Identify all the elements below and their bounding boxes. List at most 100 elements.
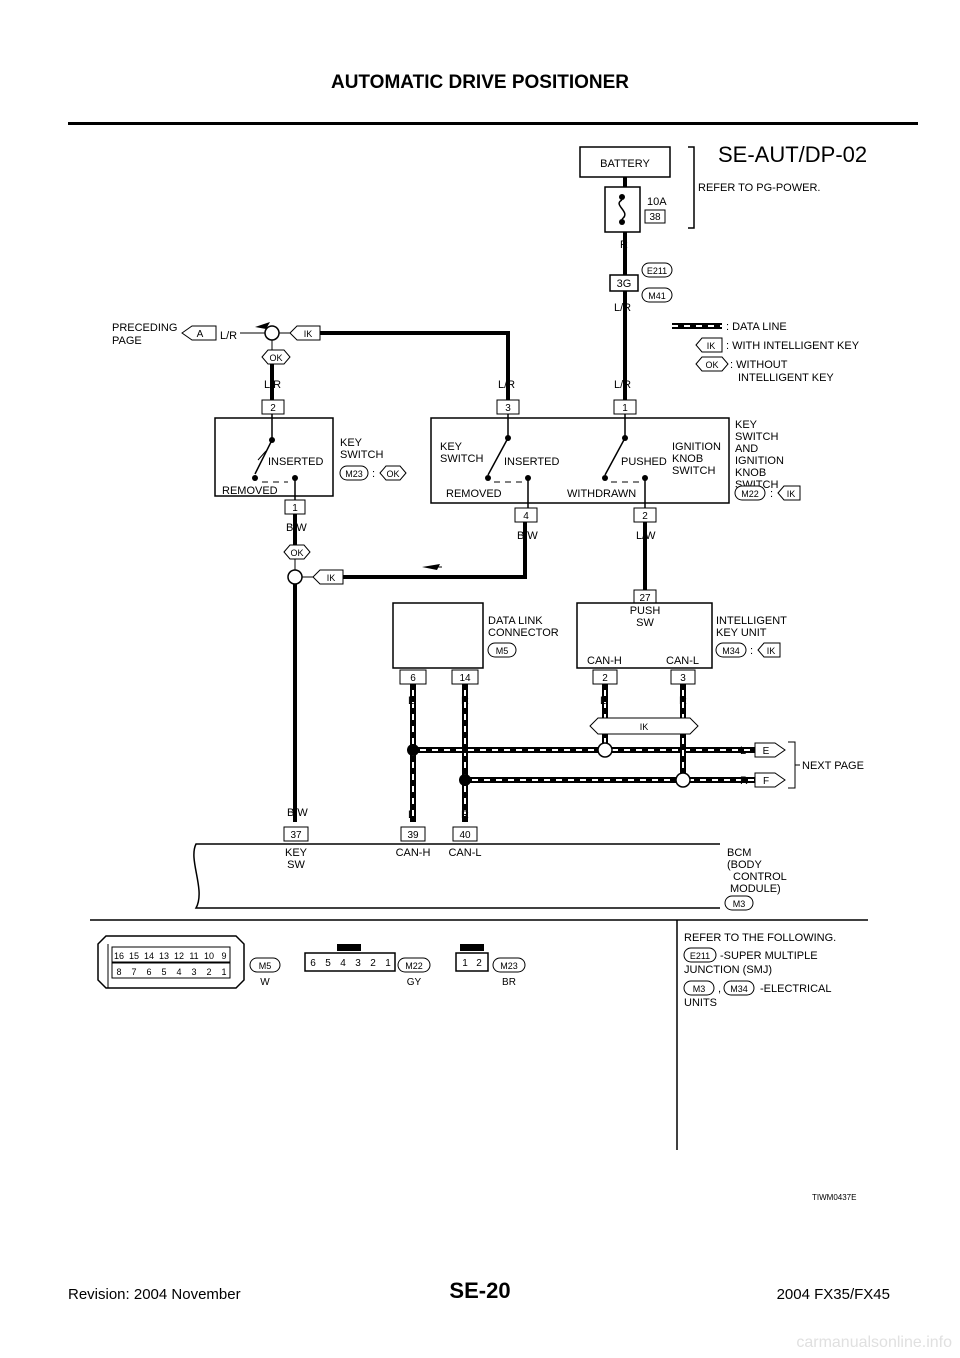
- wire-label-l-next: L: [740, 745, 746, 757]
- svg-text:8: 8: [116, 967, 121, 977]
- dlc-name-1: DATA LINK: [488, 615, 543, 627]
- m23-view-lock: [460, 944, 484, 951]
- refer-comma: ,: [718, 983, 721, 995]
- next-arrow-f: [754, 772, 786, 788]
- splice-can-l: [459, 774, 471, 786]
- refer-elec-2: UNITS: [684, 997, 717, 1009]
- next-page-bracket: [788, 741, 800, 789]
- wire-label-l-dlc: L: [408, 695, 414, 707]
- m34-tag: [715, 642, 747, 658]
- m41-tag: [641, 287, 673, 303]
- ksw-left-removed: [252, 475, 258, 481]
- bcm-box: [193, 843, 720, 909]
- svg-text:15: 15: [129, 951, 139, 961]
- m5-pin14: 14: [459, 673, 471, 684]
- m22-ik: IK: [787, 489, 796, 499]
- wire-ik-pin4: [343, 530, 527, 579]
- wire-label-l-iku: L: [600, 695, 606, 707]
- ksw-left-arrow: [257, 450, 267, 461]
- fuse-rating: 10A: [647, 196, 667, 208]
- svg-text:11: 11: [189, 951, 198, 961]
- push-sw-1: PUSH: [630, 605, 661, 617]
- preceding-arrow-a: [181, 325, 217, 341]
- iku-name-1: INTELLIGENT: [716, 615, 787, 627]
- bcm-keysw-2: SW: [287, 859, 305, 871]
- splice-ik-can-l: [675, 772, 691, 788]
- iku-name-2: KEY UNIT: [716, 627, 767, 639]
- ksw-left-inserted-label: INSERTED: [268, 456, 323, 468]
- bcm-name-1: BCM: [727, 847, 751, 859]
- iku-can-h: CAN-H: [587, 655, 622, 667]
- splice-bw: [287, 569, 303, 585]
- m34-pin27: 27: [639, 593, 651, 604]
- wire-label-r-top: R: [620, 239, 628, 251]
- m3-tag: [724, 895, 754, 911]
- legend-ok-tag: [695, 356, 729, 372]
- ksw-removed: [485, 475, 491, 481]
- ksw-left-removed-label: REMOVED: [222, 485, 278, 497]
- m22-view-label: M22: [405, 961, 423, 971]
- svg-text:1: 1: [385, 958, 391, 969]
- arrow-a: A: [197, 329, 204, 340]
- m34-ik: IK: [767, 646, 776, 656]
- wire-label-r-dlc: R: [461, 695, 469, 707]
- ksw-left-name-2: SWITCH: [340, 449, 383, 461]
- ik-bw: IK: [327, 573, 336, 583]
- m5-view-tag: [249, 957, 281, 973]
- ik-can: IK: [640, 722, 649, 732]
- m22-pin2: 2: [642, 511, 648, 522]
- key-switch-left: [214, 417, 334, 497]
- fuse-element: [618, 199, 626, 220]
- m23-tag: [339, 465, 369, 481]
- ik-tag-can: [589, 717, 699, 735]
- e211-label: E211: [647, 266, 667, 276]
- legend-ok: OK: [705, 360, 718, 370]
- svg-text:6: 6: [146, 967, 151, 977]
- bcm-can-h: CAN-H: [396, 847, 431, 859]
- refer-m3-tag: [683, 980, 715, 996]
- data-link-connector: [392, 602, 484, 669]
- bcm-name-2: (BODY: [727, 859, 763, 871]
- preceding-2: PAGE: [112, 335, 142, 347]
- m23-view-color: BR: [502, 977, 516, 988]
- wire-label-bw-bcm: B/W: [287, 807, 308, 819]
- revision-date: Revision: 2004 November: [68, 1286, 241, 1303]
- m34-ik-tag: [757, 642, 781, 658]
- bcm-name-4: MODULE): [730, 883, 781, 895]
- m34-label: M34: [722, 646, 740, 656]
- kis-name-3: AND: [735, 443, 758, 455]
- m5-view-label: M5: [259, 961, 272, 971]
- svg-text:1: 1: [221, 967, 226, 977]
- ksw-removed-label: REMOVED: [446, 488, 502, 500]
- next-arrow-e: [754, 742, 786, 758]
- m23-ok: OK: [386, 469, 399, 479]
- bcm-pin39-box: [400, 826, 426, 842]
- ign-name-1: IGNITION: [672, 441, 721, 453]
- svg-text:2: 2: [206, 967, 211, 977]
- m22-pin1: 1: [622, 403, 628, 414]
- m23-view-tag: [492, 957, 526, 973]
- bcm-keysw-1: KEY: [285, 847, 308, 859]
- m5-bottom-pins: 8 7 6 5 4 3 2 1: [116, 967, 226, 977]
- m22-tag: [734, 485, 766, 501]
- ksw-left-name-1: KEY: [340, 437, 363, 449]
- m3-label: M3: [733, 899, 746, 909]
- page-title: AUTOMATIC DRIVE POSITIONER: [330, 72, 630, 93]
- refer-e211: E211: [690, 951, 710, 961]
- ign-name-3: SWITCH: [672, 465, 715, 477]
- m23-view-pins: 1 2: [462, 958, 482, 969]
- wire-label-r-next: R: [740, 775, 748, 787]
- bcm-name-3: CONTROL: [733, 871, 787, 883]
- m23-view-label: M23: [500, 961, 518, 971]
- m34-pin2: 2: [602, 673, 608, 684]
- arrow-e: E: [763, 746, 770, 757]
- wire-label-lr-3g: L/R: [614, 302, 631, 314]
- next-page-label: NEXT PAGE: [802, 760, 864, 772]
- m23-pin1: 1: [292, 503, 298, 514]
- legend-ik: IK: [707, 341, 716, 351]
- kis-name-2: SWITCH: [735, 431, 778, 443]
- splice-ik-can-h: [597, 742, 613, 758]
- legend-data-line: : DATA LINE: [726, 321, 787, 333]
- svg-text:5: 5: [161, 967, 166, 977]
- ksw-inserted-label: INSERTED: [504, 456, 559, 468]
